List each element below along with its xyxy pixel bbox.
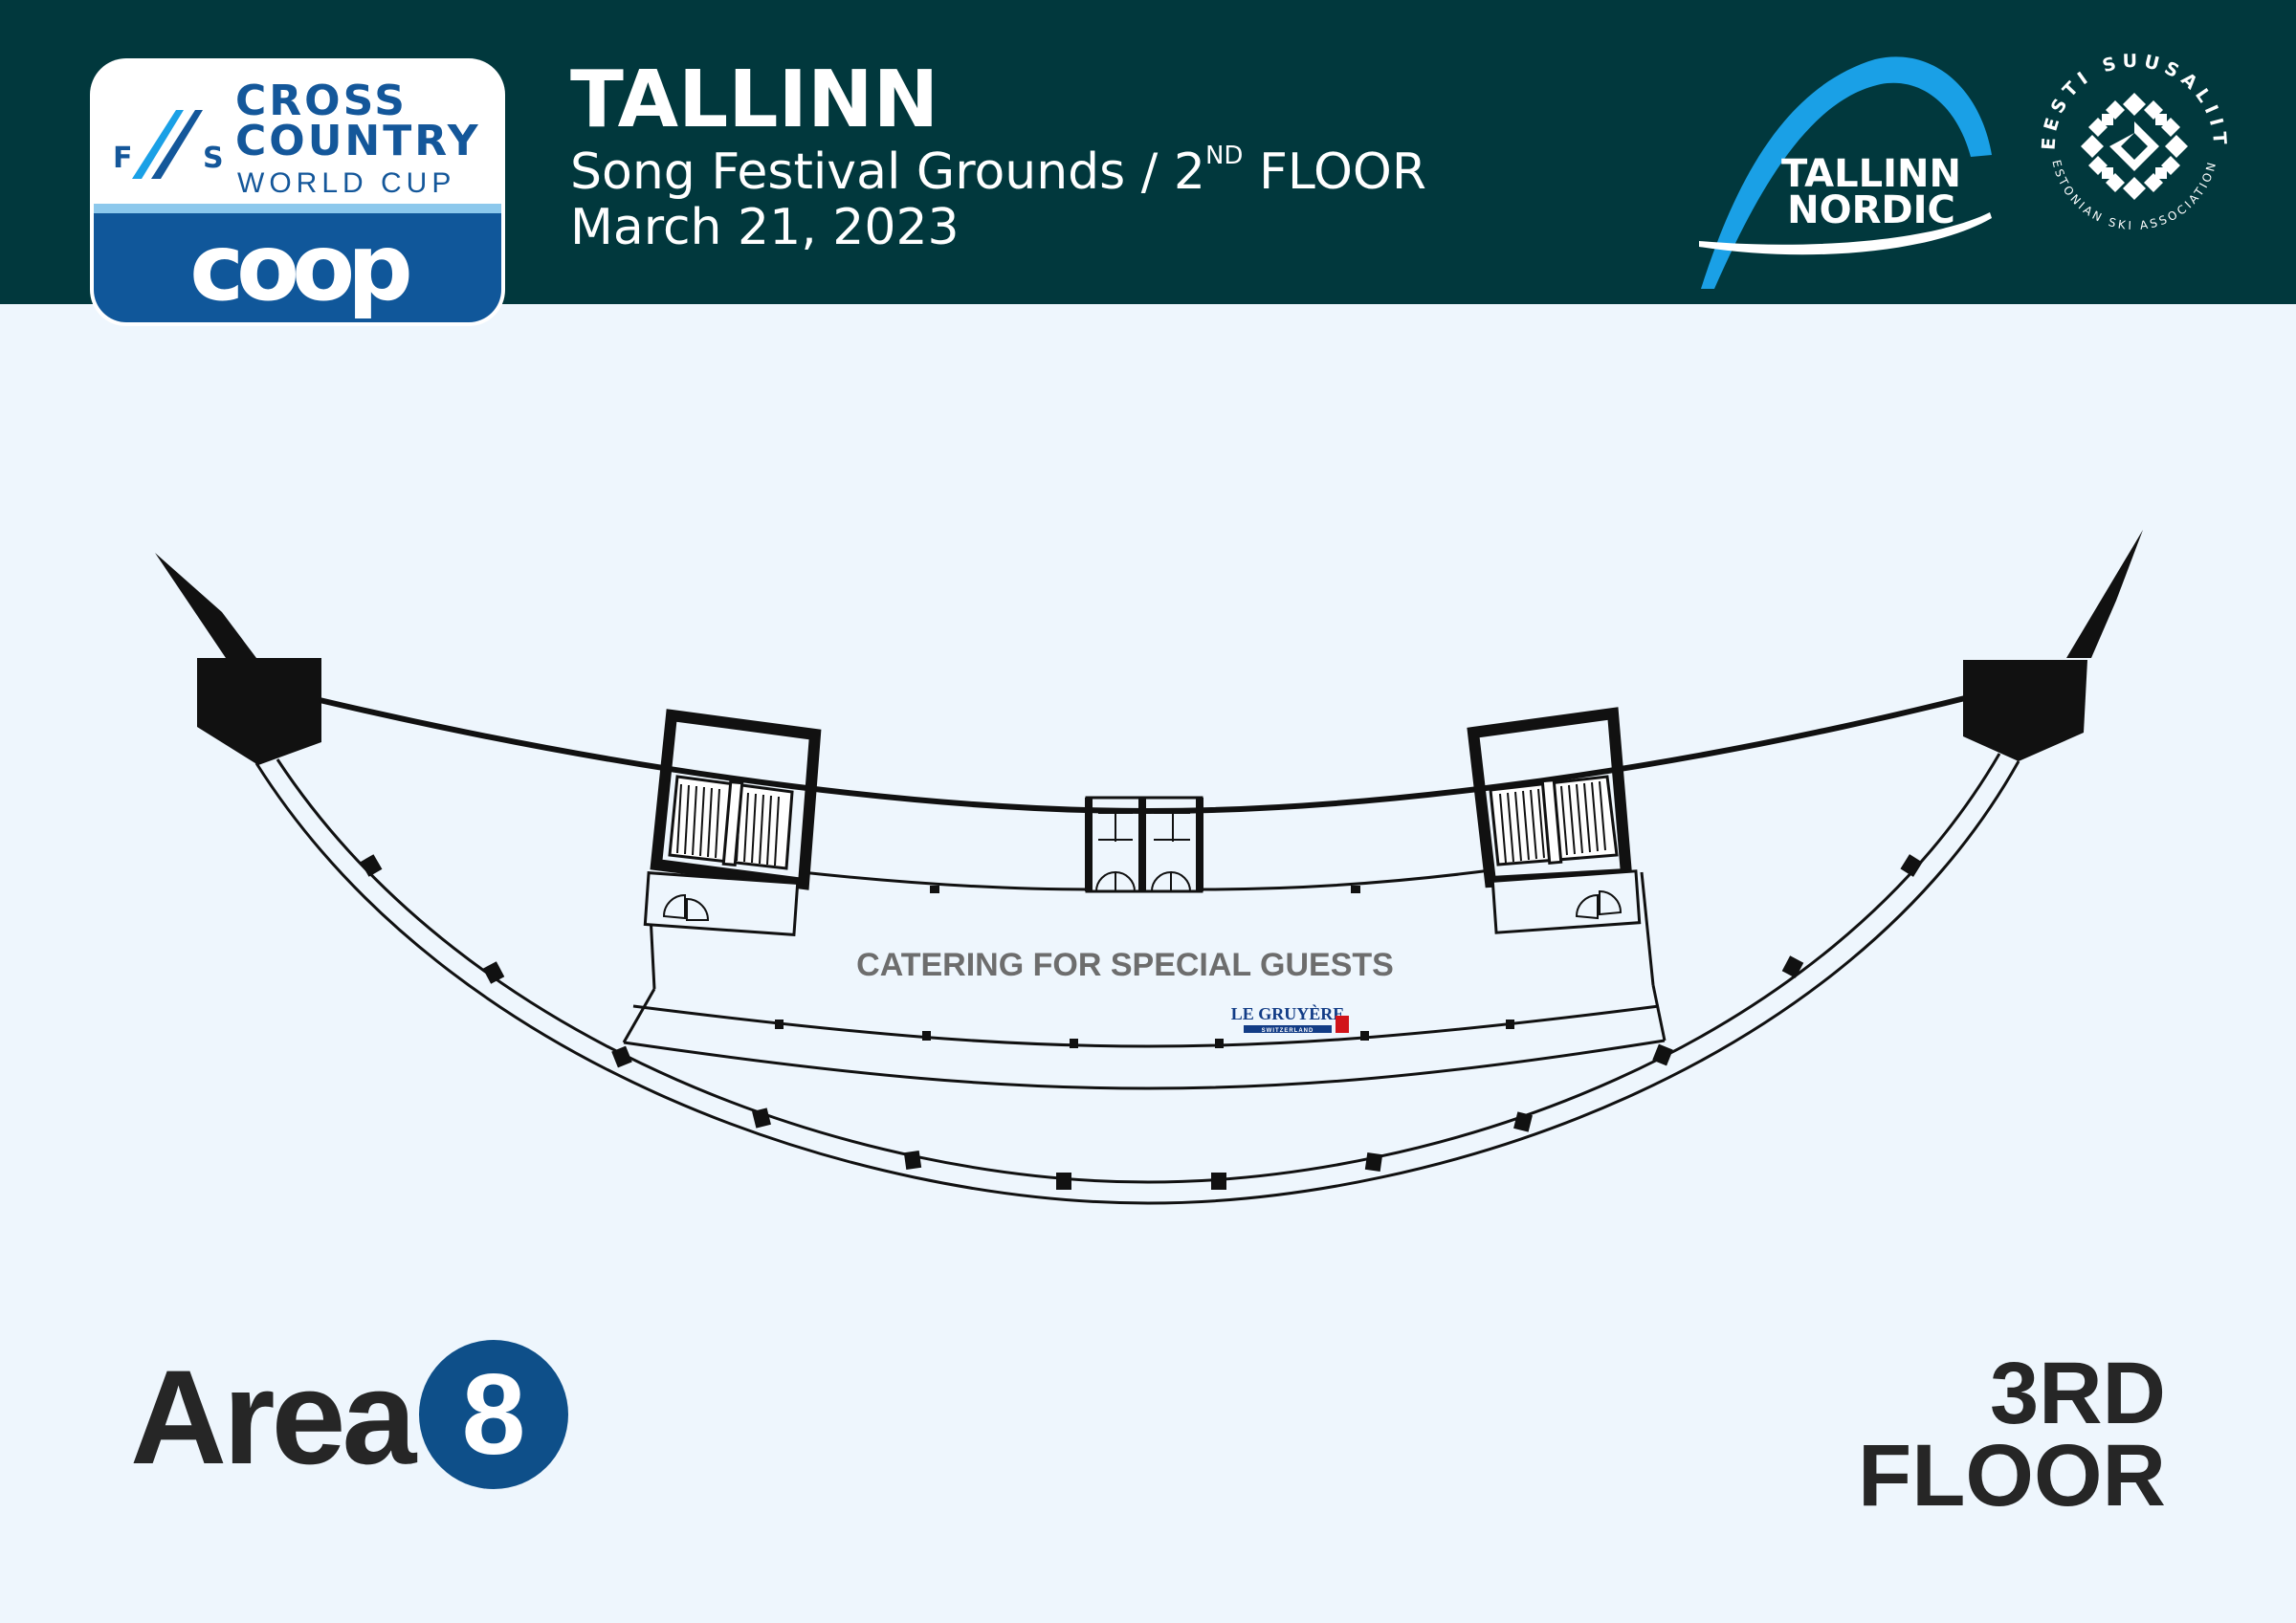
area-label: Area [130, 1342, 416, 1492]
corridor-line-right [1201, 868, 1491, 891]
page-title: TALLINN [570, 55, 939, 145]
floor-label-line2: FLOOR [1858, 1427, 2166, 1524]
terrace-right-edge [1651, 984, 1667, 1042]
fis-logo-line1: CROSS [235, 77, 408, 125]
svg-text:F: F [113, 142, 133, 175]
floor-label-line1: 3RD [1989, 1345, 2166, 1442]
le-gruyere-tag: LE GRUYÈRE SWITZERLAND [1231, 1003, 1349, 1034]
fis-logo-line2: COUNTRY [235, 117, 481, 165]
corridor-line-left [801, 870, 1092, 891]
left-tower [197, 658, 321, 765]
event-date: March 21, 2023 [570, 199, 960, 256]
header-banner: F S CROSS COUNTRY WORLD CUP coop TALLINN… [0, 0, 2296, 322]
fis-mark-icon: F S [113, 110, 224, 179]
tallinn-nordic-line2: NORDIC [1787, 188, 1955, 232]
tallinn-nordic-line1: TALLINN [1781, 152, 1961, 196]
le-gruyere-line2: SWITZERLAND [1262, 1028, 1314, 1034]
back-wall [319, 695, 1966, 815]
outer-curve-inner [276, 753, 2001, 1184]
venue-tail: FLOOR [1243, 143, 1426, 201]
venue-sup: ND [1204, 142, 1244, 170]
terrace-pillars [775, 1020, 1514, 1048]
fis-logo-bottom [94, 213, 501, 322]
estonian-ski-association-logo-icon: EESTI SUUSALIIT ESTONIAN SKI ASSOCIATION [2039, 51, 2225, 232]
area-number-badge: 8 [419, 1340, 568, 1489]
tallinn-nordic-logo-icon [1699, 56, 1992, 289]
corridor-pillars [930, 886, 1360, 893]
left-spire [155, 553, 256, 658]
le-gruyere-line1: LE GRUYÈRE [1231, 1003, 1345, 1023]
terrace-line-b [632, 1004, 1660, 1048]
fis-logo-cross-country: CROSS COUNTRY [235, 77, 481, 165]
venue-main: Song Festival Grounds / 2 [570, 143, 1205, 201]
right-spire [2066, 530, 2143, 658]
floor-plan: CATERING FOR SPECIAL GUESTS LE GRUYÈRE S… [155, 530, 2143, 1205]
left-stair-core [643, 709, 822, 936]
center-door-core [1085, 796, 1203, 893]
right-inner-wall [1640, 871, 1655, 986]
right-tower [1963, 660, 2087, 761]
outer-pillars [360, 854, 1923, 1190]
fis-logo-band [94, 204, 501, 213]
venue-line: Song Festival Grounds / 2ND FLOOR [570, 143, 1426, 201]
catering-area-label: CATERING FOR SPECIAL GUESTS [856, 947, 1394, 983]
terrace-left-edge [622, 988, 656, 1043]
tallinn-nordic-text: TALLINN NORDIC [1781, 152, 1961, 232]
terrace-line-a [623, 1039, 1666, 1090]
floor-label: 3RD FLOOR [1858, 1345, 2166, 1524]
right-stair-core [1467, 707, 1642, 934]
fis-coop-logo: F S CROSS COUNTRY WORLD CUP coop [94, 62, 501, 322]
svg-text:S: S [203, 142, 224, 175]
fis-logo-world-cup: WORLD CUP [237, 167, 456, 199]
outer-curve [254, 760, 2020, 1205]
coop-logo-text: coop [189, 214, 413, 321]
